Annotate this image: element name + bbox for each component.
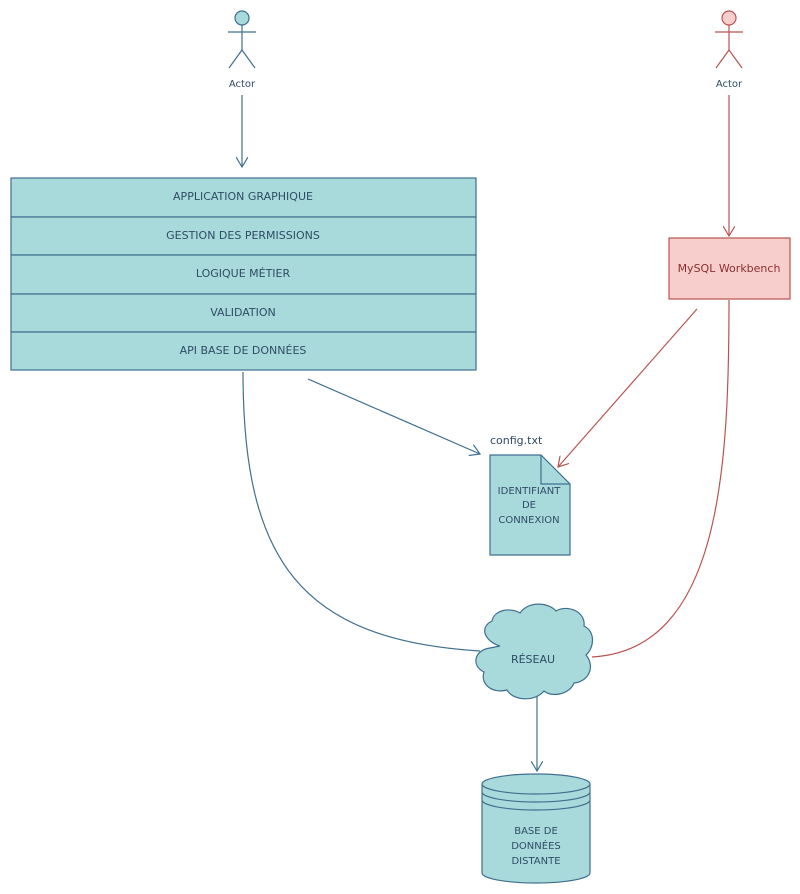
stack-layer-2-label: GESTION DES PERMISSIONS: [166, 229, 320, 242]
mysql-workbench-label: MySQL Workbench: [678, 262, 781, 275]
stack-layer-5-label: API BASE DE DONNÉES: [180, 344, 307, 357]
network-cloud-shape: [475, 603, 594, 700]
database-top: [481, 773, 591, 795]
stack-layer-4: [10, 293, 477, 333]
arrow-stack-to-config: [307, 378, 480, 454]
actor-right-leg-left: [715, 49, 730, 69]
mysql-workbench-box: MySQL Workbench: [668, 237, 791, 300]
config-line-2: DE: [522, 500, 536, 511]
link-stack-to-network: [242, 371, 481, 652]
actor-left-head: [234, 10, 250, 26]
database-line-1: BASE DE: [514, 826, 558, 837]
application-stack: APPLICATION GRAPHIQUE GESTION DES PERMIS…: [10, 177, 477, 371]
config-file-shape: [489, 454, 571, 556]
actor-right-label: Actor: [716, 79, 743, 90]
database-line-2: DONNÉES: [511, 839, 561, 852]
config-file-fold: [540, 455, 570, 485]
actor-right-head: [721, 10, 737, 26]
stack-layer-4-label: VALIDATION: [210, 306, 276, 319]
network-cloud: RÉSEAU: [475, 603, 594, 700]
actor-left-label: Actor: [229, 79, 256, 90]
database-ring-2: [481, 799, 591, 811]
stack-layer-1-label: APPLICATION GRAPHIQUE: [173, 190, 313, 203]
config-file: config.txt IDENTIFIANT DE CONNEXION: [489, 434, 571, 556]
database-line-3: DISTANTE: [511, 856, 560, 867]
arrow-workbench-to-config: [558, 308, 698, 467]
actor-right: Actor: [715, 10, 743, 90]
actor-left-leg-left: [228, 49, 243, 69]
stack-layer-3-label: LOGIQUE MÉTIER: [196, 267, 291, 280]
config-filename: config.txt: [490, 434, 543, 447]
mysql-workbench-rect: [668, 237, 791, 300]
config-line-3: CONNEXION: [498, 515, 559, 526]
config-line-1: IDENTIFIANT: [498, 486, 562, 497]
actor-right-leg-right: [728, 49, 743, 69]
actor-left-leg-right: [241, 49, 256, 69]
database-ring-1: [481, 791, 591, 803]
actor-left: Actor: [228, 10, 256, 90]
link-workbench-to-network: [591, 299, 730, 658]
database-cylinder: BASE DE DONNÉES DISTANTE: [481, 773, 591, 884]
stack-layer-2: [10, 216, 477, 256]
network-label: RÉSEAU: [511, 653, 555, 666]
stack-layer-5: [10, 331, 477, 371]
stack-layer-3: [10, 254, 477, 295]
